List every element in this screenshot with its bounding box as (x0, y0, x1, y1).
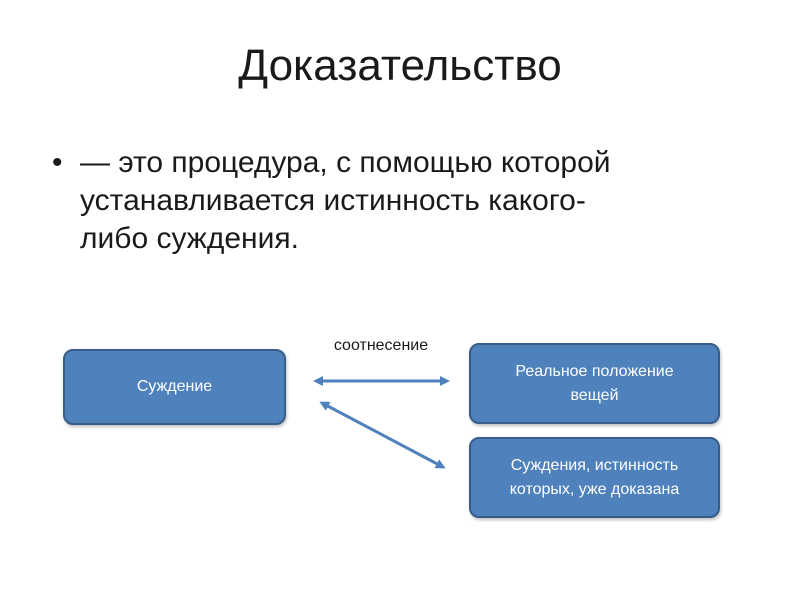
definition-line-3: либо суждения. (80, 222, 299, 255)
node-proven-label: Суждения, истинность которых, уже доказа… (509, 456, 680, 498)
node-reality-label: Реальное положение вещей (515, 362, 674, 404)
proven-judgments-arrow (319, 401, 446, 469)
slide-title: Доказательство (238, 41, 562, 90)
bullet-marker: • (52, 146, 63, 179)
node-proven: Суждения, истинность которых, уже доказа… (469, 437, 720, 518)
node-judgment: Суждение (63, 349, 286, 425)
definition-text: — это процедура, с помощью которой устан… (80, 144, 740, 258)
node-judgment-label: Суждение (136, 378, 213, 395)
correlation-label: соотнесение (333, 337, 429, 354)
definition-line-2: устанавливается истинность какого- (80, 184, 586, 217)
definition-line-1: — это процедура, с помощью которой (80, 146, 611, 179)
node-reality: Реальное положение вещей (469, 343, 720, 424)
